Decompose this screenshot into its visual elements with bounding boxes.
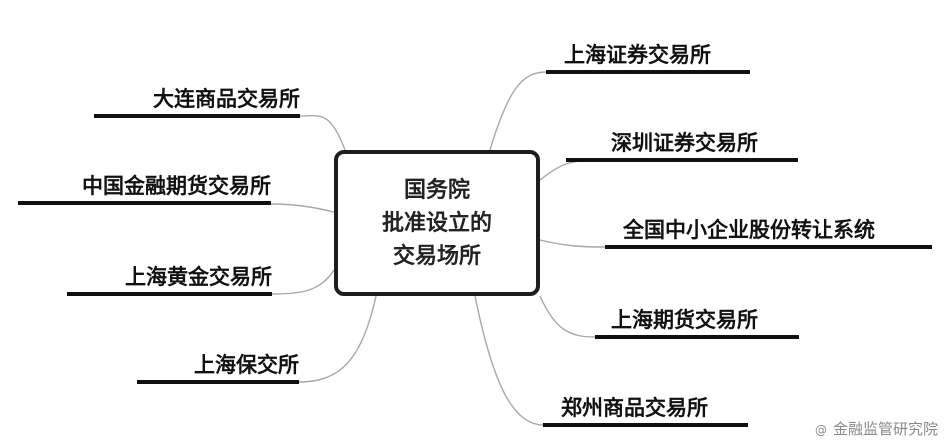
connector-line-6 — [539, 239, 606, 248]
branch-label: 大连商品交易所 — [153, 87, 300, 111]
branch-label: 上海黄金交易所 — [125, 265, 272, 289]
branch-label: 全国中小企业股份转让系统 — [623, 218, 875, 242]
branch-label: 郑州商品交易所 — [561, 396, 708, 420]
watermark-text: 金融监管研究院 — [832, 420, 938, 438]
connector-line-5 — [539, 159, 599, 181]
branch-label: 上海期货交易所 — [611, 308, 758, 332]
branch-shenzhen-stock-exchange: 深圳证券交易所 — [566, 128, 798, 162]
branch-zhengzhou-commodity-exchange: 郑州商品交易所 — [543, 393, 748, 427]
connector-line-8 — [474, 295, 544, 426]
connector-line-2 — [271, 269, 335, 295]
connector-line-7 — [539, 295, 596, 338]
branch-shanghai-stock-exchange: 上海证券交易所 — [546, 40, 750, 74]
connector-line-0 — [299, 114, 346, 151]
branch-shanghai-futures-exchange: 上海期货交易所 — [595, 305, 799, 339]
branch-china-financial-futures-exchange: 中国金融期货交易所 — [18, 171, 271, 205]
central-topic-box: 国务院 批准设立的 交易场所 — [334, 150, 540, 296]
branch-neeq: 全国中小企业股份转让系统 — [605, 215, 932, 249]
branch-label: 上海保交所 — [194, 353, 299, 377]
at-symbol: @ — [814, 423, 827, 437]
branch-label: 中国金融期货交易所 — [82, 174, 271, 198]
branch-label: 上海证券交易所 — [564, 43, 711, 67]
watermark: @ 金融监管研究院 — [815, 418, 938, 439]
branch-shanghai-gold-exchange: 上海黄金交易所 — [67, 262, 272, 296]
connector-line-4 — [489, 71, 547, 151]
connector-line-1 — [270, 203, 335, 213]
branch-label: 深圳证券交易所 — [611, 131, 758, 155]
connector-line-3 — [298, 295, 377, 383]
branch-shanghai-insurance-exchange: 上海保交所 — [137, 350, 299, 384]
central-topic-text: 国务院 批准设立的 交易场所 — [381, 177, 492, 269]
branch-dalian-commodity-exchange: 大连商品交易所 — [94, 84, 300, 118]
